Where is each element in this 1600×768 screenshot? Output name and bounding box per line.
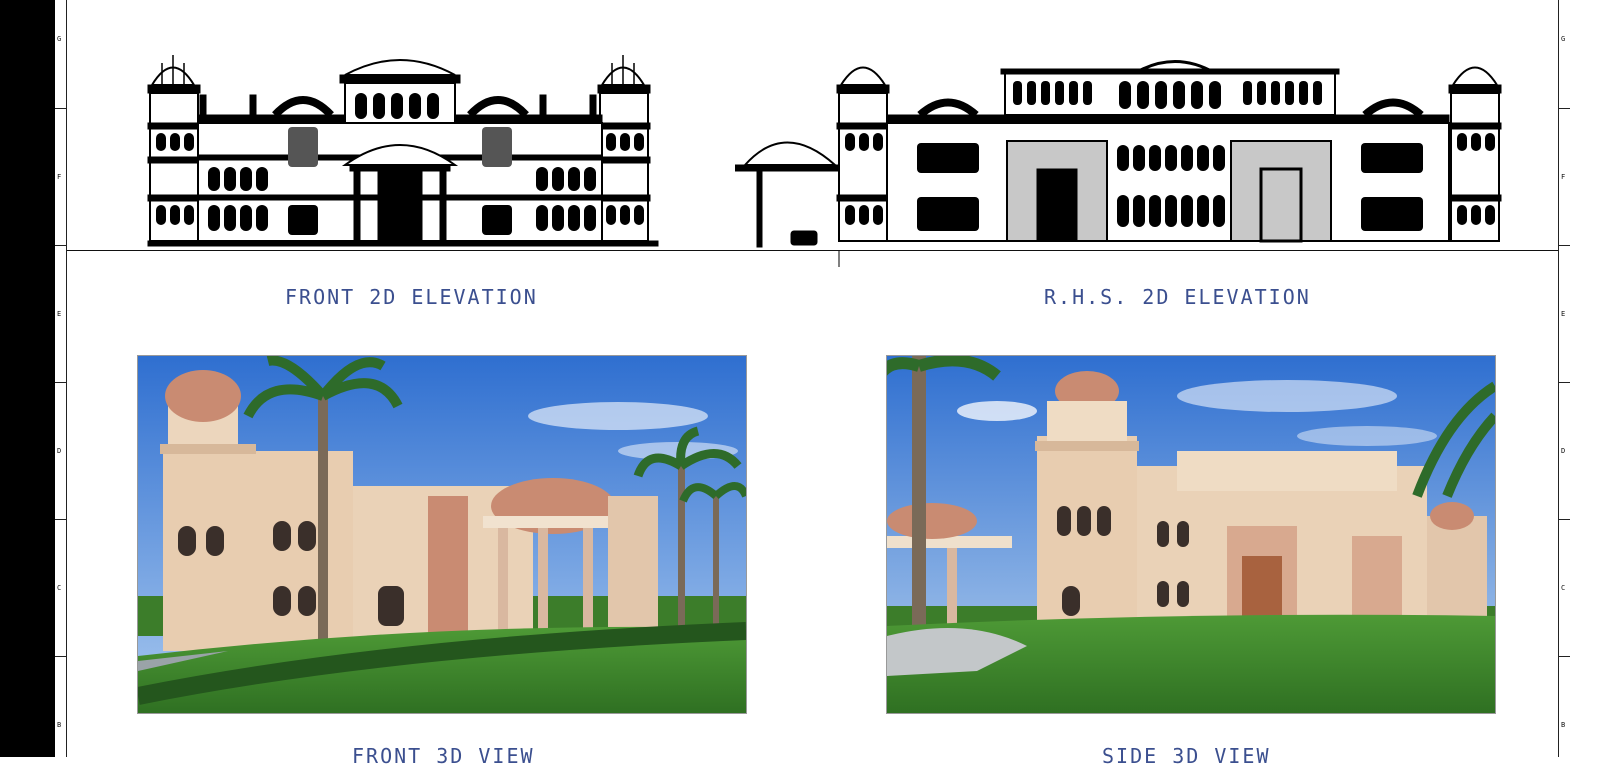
zone-letter: C <box>57 584 62 592</box>
side-3d-view-caption: SIDE 3D VIEW <box>1102 744 1271 768</box>
sheet-left-margin <box>0 0 55 757</box>
rhs-2d-elevation-caption: R.H.S. 2D ELEVATION <box>1044 285 1311 309</box>
side-3d-render <box>886 355 1496 714</box>
zone-letter: E <box>57 310 62 318</box>
front-2d-elevation-caption: FRONT 2D ELEVATION <box>285 285 538 309</box>
palace-front-render-icon <box>138 356 746 713</box>
zone-letter: E <box>1561 310 1566 318</box>
palace-side-elevation-icon <box>734 60 1502 267</box>
border-tick <box>55 382 66 383</box>
palace-side-render-icon <box>887 356 1495 713</box>
border-tick <box>1559 245 1570 246</box>
border-tick <box>1559 108 1570 109</box>
palace-front-elevation-icon <box>147 55 659 247</box>
zone-letter: B <box>1561 721 1566 729</box>
front-elevation-drawing <box>140 45 675 251</box>
border-tick <box>1559 656 1570 657</box>
zone-letter: G <box>57 35 62 43</box>
zone-letter: D <box>57 447 62 455</box>
border-tick <box>55 245 66 246</box>
border-tick <box>1559 519 1570 520</box>
zone-letter: F <box>57 173 62 181</box>
zone-letter: F <box>1561 173 1566 181</box>
border-tick <box>55 519 66 520</box>
sheet-frame-right <box>1558 0 1559 757</box>
front-3d-render <box>137 355 747 714</box>
border-tick <box>55 108 66 109</box>
rhs-elevation-drawing <box>734 45 1535 267</box>
zone-letter: B <box>57 721 62 729</box>
front-3d-view-caption: FRONT 3D VIEW <box>352 744 535 768</box>
zone-letter: C <box>1561 584 1566 592</box>
ground-line <box>67 250 1558 251</box>
border-tick <box>55 656 66 657</box>
zone-letter: D <box>1561 447 1566 455</box>
sheet-frame-left <box>66 0 67 757</box>
border-tick <box>1559 382 1570 383</box>
zone-letter: G <box>1561 35 1566 43</box>
